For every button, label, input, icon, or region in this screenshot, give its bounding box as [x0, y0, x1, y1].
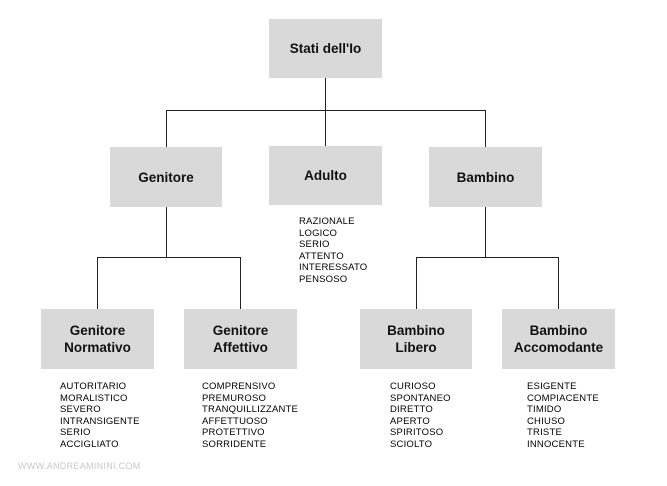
node-genitore-affettivo: Genitore Affettivo [184, 309, 297, 369]
trait-item: COMPRENSIVO [202, 381, 276, 392]
trait-item: APERTO [390, 415, 430, 427]
trait-item: COMPIACENTE [527, 392, 599, 404]
trait-item: SEVERO [60, 404, 101, 415]
trait-item: SPIRITOSO [390, 427, 444, 438]
node-label-line1: Genitore [212, 323, 269, 338]
trait-item: TRISTE [527, 427, 562, 438]
node-label: Adulto [304, 168, 347, 183]
watermark: WWW.ANDREAMININI.COM [18, 461, 141, 471]
trait-item: INTERESSATO [299, 262, 368, 273]
connector-genitore-down [166, 207, 167, 257]
connector-root-down [325, 78, 326, 110]
node-label-line1: Genitore [69, 323, 126, 338]
connector-to-bambino-accomodante [558, 257, 559, 309]
trait-item: ACCIGLIATO [60, 438, 119, 450]
trait-item: INTRANSIGENTE [60, 415, 140, 427]
connector-to-bambino-libero [416, 257, 417, 309]
connector-to-genitore [166, 110, 167, 147]
trait-item: DIRETTO [390, 404, 433, 415]
trait-item: SPONTANEO [390, 392, 451, 404]
traits-genitore-affettivo: COMPRENSIVO PREMUROSO TRANQUILLIZZANTE A… [202, 381, 298, 450]
traits-bambino-libero: CURIOSO SPONTANEO DIRETTO APERTO SPIRITO… [390, 381, 451, 450]
connector-bambino-down [485, 207, 486, 257]
trait-item: MORALISTICO [60, 392, 128, 404]
node-stati-dell-io: Stati dell'Io [269, 19, 382, 78]
connector-to-genitore-normativo [97, 257, 98, 309]
node-bambino-accomodante: Bambino Accomodante [502, 309, 615, 369]
connector-level1-bar [166, 110, 486, 111]
node-bambino: Bambino [429, 147, 542, 207]
node-label-line1: Bambino [387, 323, 445, 338]
node-label: Genitore [138, 169, 194, 185]
connector-to-bambino [485, 110, 486, 147]
trait-item: PENSOSO [299, 273, 348, 285]
node-label: Bambino [456, 169, 515, 185]
node-adulto: Adulto [269, 146, 382, 205]
connector-to-genitore-affettivo [240, 257, 241, 309]
node-genitore: Genitore [110, 147, 222, 207]
trait-item: PREMUROSO [202, 392, 267, 404]
trait-item: PROTETTIVO [202, 427, 265, 438]
trait-item: ESIGENTE [527, 381, 577, 392]
trait-item: SCIOLTO [390, 438, 433, 450]
connector-to-adulto [325, 110, 326, 146]
trait-item: TRANQUILLIZZANTE [202, 404, 299, 415]
node-label-line1: Bambino [529, 323, 588, 338]
trait-item: SORRIDENTE [202, 438, 267, 450]
trait-item: AUTORITARIO [60, 381, 127, 392]
trait-item: INNOCENTE [527, 438, 585, 450]
node-label-line2: Normativo [64, 340, 131, 355]
trait-item: RAZIONALE [299, 216, 355, 227]
trait-item: LOGICO [299, 227, 338, 239]
connector-genitore-bar [97, 257, 241, 258]
trait-item: ATTENTO [299, 250, 344, 262]
trait-item: AFFETTUOSO [202, 415, 268, 427]
node-label-line2: Affettivo [213, 340, 268, 355]
node-bambino-libero: Bambino Libero [360, 309, 472, 369]
node-label: Stati dell'Io [289, 41, 362, 56]
trait-item: SERIO [299, 239, 330, 250]
trait-item: CURIOSO [390, 381, 436, 392]
trait-item: TIMIDO [527, 404, 562, 415]
node-genitore-normativo: Genitore Normativo [41, 309, 154, 369]
connector-bambino-bar [416, 257, 559, 258]
node-label-line2: Accomodante [513, 340, 604, 355]
trait-item: SERIO [60, 427, 91, 438]
node-label-line2: Libero [395, 340, 437, 355]
traits-adulto: RAZIONALE LOGICO SERIO ATTENTO INTERESSA… [299, 216, 367, 285]
traits-bambino-accomodante: ESIGENTE COMPIACENTE TIMIDO CHIUSO TRIST… [527, 381, 599, 450]
traits-genitore-normativo: AUTORITARIO MORALISTICO SEVERO INTRANSIG… [60, 381, 140, 450]
trait-item: CHIUSO [527, 415, 566, 427]
